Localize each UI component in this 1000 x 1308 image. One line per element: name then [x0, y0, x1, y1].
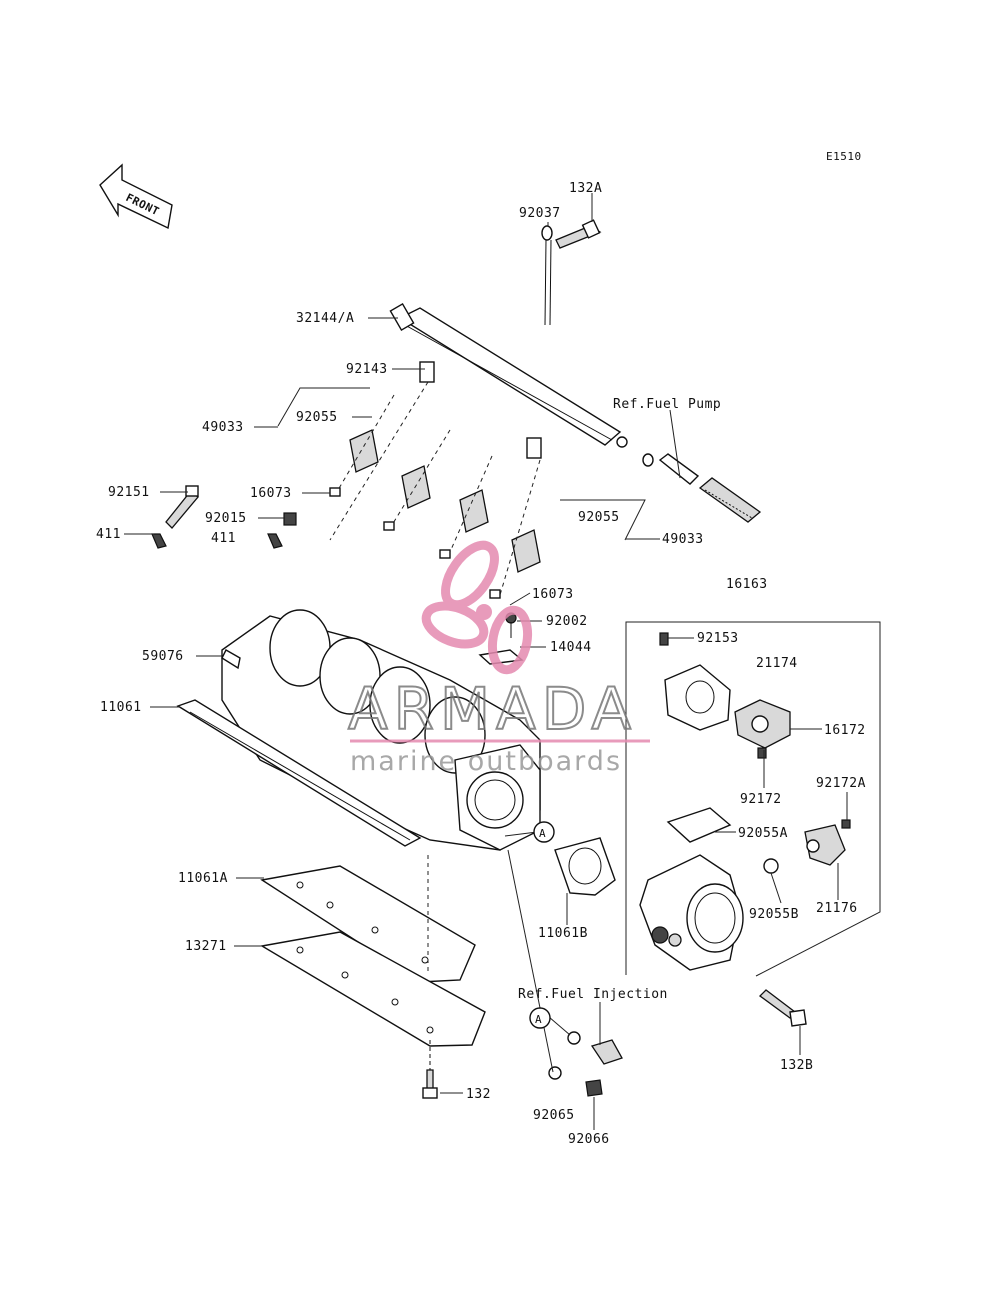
part-label: 32144/A — [296, 311, 354, 326]
cover-21174 — [664, 664, 731, 731]
part-label: 92172 — [740, 792, 782, 807]
part-label: 92015 — [205, 511, 247, 526]
part-label: 16073 — [532, 587, 574, 602]
o-ring-ref — [567, 1031, 581, 1045]
sensor-21176 — [804, 824, 846, 866]
part-label: 92172A — [816, 776, 866, 791]
part-label: 92002 — [546, 614, 588, 629]
part-label: 21176 — [816, 901, 858, 916]
ref-fuel-injection: Ref.Fuel Injection — [518, 987, 668, 1002]
fuel-hose — [642, 453, 762, 523]
svg-text:A: A — [539, 827, 546, 840]
cover-13271 — [260, 931, 486, 1047]
part-label: 16163 — [726, 577, 768, 592]
spacer-92037 — [541, 225, 553, 326]
part-label: 16172 — [824, 723, 866, 738]
injector-4 — [489, 437, 542, 599]
part-label: 92055A — [738, 826, 788, 841]
part-label: 11061A — [178, 871, 228, 886]
bracket-49033-left — [277, 387, 370, 427]
part-label: 92055 — [578, 510, 620, 525]
washer-92065 — [548, 1066, 562, 1080]
bolt-132 — [422, 1040, 438, 1099]
part-label: 49033 — [202, 420, 244, 435]
part-label: 92143 — [346, 362, 388, 377]
plug-92066 — [585, 1079, 603, 1097]
part-label: 92066 — [568, 1132, 610, 1147]
part-label: 411 — [211, 531, 236, 546]
part-label: 14044 — [550, 640, 592, 655]
o-ring-92055b — [763, 858, 779, 874]
part-label: 411 — [96, 527, 121, 542]
propeller-logo-icon — [421, 540, 533, 675]
screw-92172 — [757, 747, 767, 759]
marker-a-upper: A — [533, 821, 555, 843]
screw-92153 — [659, 632, 669, 646]
pin-411-b — [267, 533, 283, 549]
ref-fuel-pump: Ref.Fuel Pump — [613, 397, 721, 412]
part-label: 132 — [466, 1087, 491, 1102]
part-label: 132B — [780, 1058, 813, 1073]
fuel-rail — [389, 303, 628, 448]
screw-92172a — [841, 819, 851, 829]
svg-text:A: A — [535, 1013, 542, 1026]
part-label: 11061 — [100, 700, 142, 715]
sensor-fuel-injection — [590, 1039, 623, 1065]
gasket-11061 — [176, 699, 422, 847]
part-label: 132A — [569, 181, 602, 196]
bolt-132b — [759, 989, 807, 1027]
bracket-49033-right — [560, 499, 646, 541]
part-label: 16073 — [250, 486, 292, 501]
bolt-132a — [555, 219, 602, 249]
part-label: 92065 — [533, 1108, 575, 1123]
front-arrow-icon: FRONT — [99, 163, 173, 230]
part-label: 92037 — [519, 206, 561, 221]
injector-2 — [383, 465, 431, 531]
plate-92055a — [666, 807, 732, 843]
part-label: 13271 — [185, 939, 227, 954]
bolt-92151 — [165, 485, 199, 529]
watermark-brand: ARMADA — [348, 675, 637, 743]
part-label: 11061B — [538, 926, 588, 941]
armada-watermark: ARMADA marine outboards — [347, 540, 650, 777]
injector-3 — [439, 489, 489, 559]
part-label: 92055 — [296, 410, 338, 425]
nut-92015 — [283, 512, 297, 526]
injector-1 — [329, 361, 435, 497]
gasket-11061b — [554, 837, 616, 896]
part-label: 21174 — [756, 656, 798, 671]
sensor-16172 — [734, 699, 791, 749]
intake-manifold — [221, 609, 541, 851]
pin-411-a — [151, 533, 167, 549]
marker-a-lower: A — [529, 1007, 551, 1029]
part-label: 92055B — [749, 907, 799, 922]
part-label: 92151 — [108, 485, 150, 500]
diagram-code: E1510 — [826, 150, 862, 163]
part-label: 49033 — [662, 532, 704, 547]
part-label: 92153 — [697, 631, 739, 646]
watermark-tagline: marine outboards — [350, 746, 622, 777]
throttle-body — [639, 854, 744, 971]
part-label: 59076 — [142, 649, 184, 664]
